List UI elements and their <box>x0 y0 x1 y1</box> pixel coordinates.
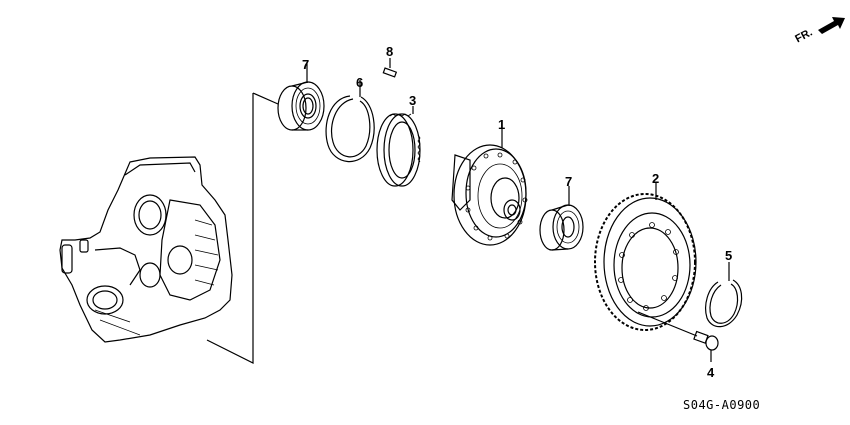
housing-bracket-line <box>206 92 279 364</box>
differential-carrier <box>451 128 528 246</box>
callout-1: 1 <box>498 117 506 132</box>
transmission-housing <box>59 156 233 343</box>
callout-8: 8 <box>386 44 394 59</box>
callout-3: 3 <box>409 93 417 108</box>
front-direction-arrow-icon <box>818 17 845 34</box>
gear-bolt <box>637 311 719 362</box>
snap-ring <box>325 80 375 163</box>
callout-7-upper: 7 <box>302 57 310 72</box>
diagram-code-label: S04G-A0900 <box>683 398 761 412</box>
callout-4: 4 <box>707 365 715 380</box>
callout-2: 2 <box>652 171 660 186</box>
callout-6: 6 <box>356 75 364 90</box>
snap-ring-small <box>705 262 743 328</box>
dowel-pin <box>382 58 398 78</box>
differential-shim <box>376 106 421 187</box>
ball-bearing-lower <box>539 186 584 251</box>
final-driven-gear <box>594 182 697 331</box>
ball-bearing-upper <box>277 62 325 131</box>
callout-7-lower: 7 <box>565 174 573 189</box>
callout-5: 5 <box>725 248 733 263</box>
